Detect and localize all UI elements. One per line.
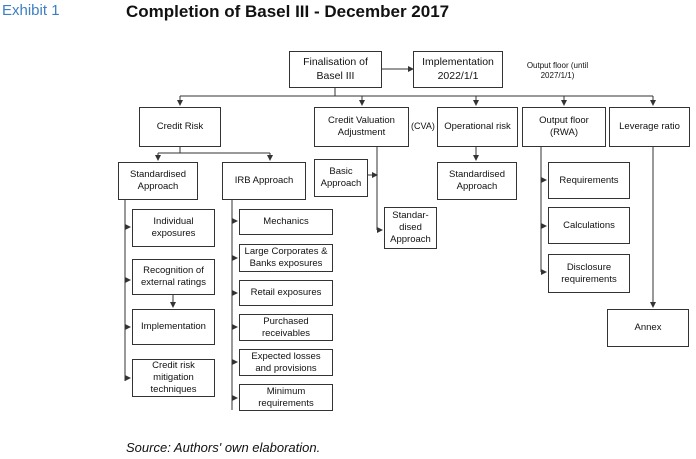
sa-item-individual-exposures: Individual exposures xyxy=(132,209,215,247)
floor-item-disclosure: Disclosure requirements xyxy=(548,254,630,293)
implementation-box: Implementation 2022/1/1 xyxy=(413,51,503,88)
sa-item-implementation: Implementation xyxy=(132,309,215,345)
irb-item-minimum-requirements: Minimum requirements xyxy=(239,384,333,411)
irb-item-large-corporates: Large Corporates & Banks exposures xyxy=(239,244,333,272)
sa-item-crm-techniques: Credit risk mitigation techniques xyxy=(132,359,215,397)
standardised-approach-box: Standardised Approach xyxy=(118,162,198,200)
output-floor-box: Output floor (RWA) xyxy=(522,107,606,147)
cva-abbr: (CVA) xyxy=(411,121,435,131)
op-standardised-approach: Standardised Approach xyxy=(437,162,517,200)
output-floor-note: Output floor (until 2027/1/1) xyxy=(526,61,589,80)
floor-item-requirements: Requirements xyxy=(548,162,630,199)
cva-box: Credit Valuation Adjustment xyxy=(314,107,409,147)
cva-standardised-approach: Standar-dised Approach xyxy=(384,207,437,249)
page-title: Completion of Basel III - December 2017 xyxy=(126,2,450,21)
irb-item-purchased-receivables: Purchased receivables xyxy=(239,314,333,341)
leverage-ratio-box: Leverage ratio xyxy=(609,107,690,147)
floor-item-calculations: Calculations xyxy=(548,207,630,244)
annex-box: Annex xyxy=(607,309,689,347)
source-note: Source: Authors' own elaboration. xyxy=(126,440,321,455)
cva-basic-approach: Basic Approach xyxy=(314,159,368,197)
sa-item-external-ratings: Recognition of external ratings xyxy=(132,259,215,295)
irb-item-retail: Retail exposures xyxy=(239,280,333,306)
finalisation-box: Finalisation of Basel III xyxy=(289,51,382,88)
credit-risk-box: Credit Risk xyxy=(139,107,221,147)
irb-item-mechanics: Mechanics xyxy=(239,209,333,235)
irb-approach-box: IRB Approach xyxy=(222,162,306,200)
exhibit-label: Exhibit 1 xyxy=(2,2,60,19)
operational-risk-box: Operational risk xyxy=(437,107,518,147)
irb-item-expected-losses: Expected losses and provisions xyxy=(239,349,333,376)
